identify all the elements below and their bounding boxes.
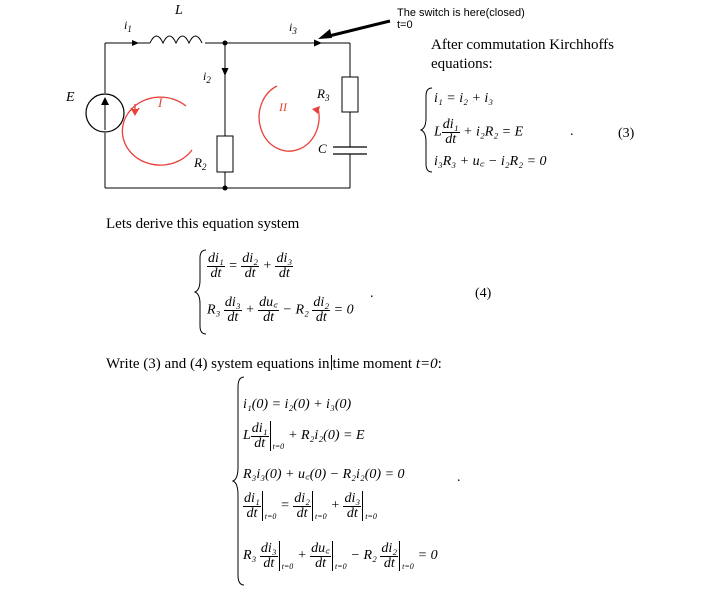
arrow-i1 <box>132 40 139 46</box>
switch-pointer-arrow <box>318 19 391 39</box>
resistor-r3 <box>341 76 359 113</box>
node-bottom <box>222 185 228 191</box>
eq4-number: (4) <box>475 286 492 301</box>
label-i2: i2 <box>203 69 211 85</box>
label-loop-2: II <box>279 100 287 114</box>
text-cursor <box>330 355 332 370</box>
after-heading-line1: After commutation Kirchhoffs <box>431 37 615 53</box>
brace-3 <box>420 87 433 173</box>
label-i3: i3 <box>289 20 297 36</box>
capacitor-symbol <box>333 146 367 155</box>
label-r3: R3 <box>317 86 330 103</box>
eq0-line1: i₁(0) = i₂(0) + i₃(0) <box>243 397 352 412</box>
switch-note-line1: The switch is here(closed) <box>397 7 525 19</box>
emf-source-symbol <box>85 93 125 133</box>
eq3-number: (3) <box>618 126 635 141</box>
label-i1: i1 <box>124 18 132 34</box>
arrow-i3 <box>314 39 322 47</box>
loop-arrow-2-head <box>312 106 320 114</box>
switch-note-line2: t=0 <box>397 19 413 31</box>
node-top <box>222 40 228 46</box>
eq4-dot: . <box>370 286 374 301</box>
derive-text: Lets derive this equation system <box>106 216 300 232</box>
arrow-i2 <box>221 68 229 76</box>
switch-note: The switch is here(closed) t=0 <box>397 7 525 31</box>
loop-arrow-1-head <box>131 109 139 116</box>
eq3-dot: . <box>570 124 574 139</box>
label-source-e: E <box>66 90 75 105</box>
label-inductor: L <box>175 3 183 18</box>
inductor-symbol <box>149 35 203 45</box>
label-loop-1: I <box>158 95 163 110</box>
eq3-line3: i₃R₃ + u꜀ − i₂R₂ = 0 <box>434 154 547 169</box>
loop-arrow-2 <box>258 85 320 152</box>
brace-4 <box>194 249 207 335</box>
resistor-r2 <box>216 135 234 173</box>
eq0-dot: . <box>457 470 461 485</box>
label-capacitor: C <box>318 141 327 156</box>
label-r2: R2 <box>194 155 207 172</box>
after-commutation-heading: After commutation Kirchhoffs equations: <box>431 36 614 74</box>
eq0-line3: R₃i₃(0) + u꜀(0) − R₂i₂(0) = 0 <box>243 467 405 482</box>
eq3-line1: i₁ = i₂ + i₃ <box>434 91 494 106</box>
after-heading-line2: equations: <box>431 56 493 72</box>
brace-t0 <box>232 376 245 586</box>
